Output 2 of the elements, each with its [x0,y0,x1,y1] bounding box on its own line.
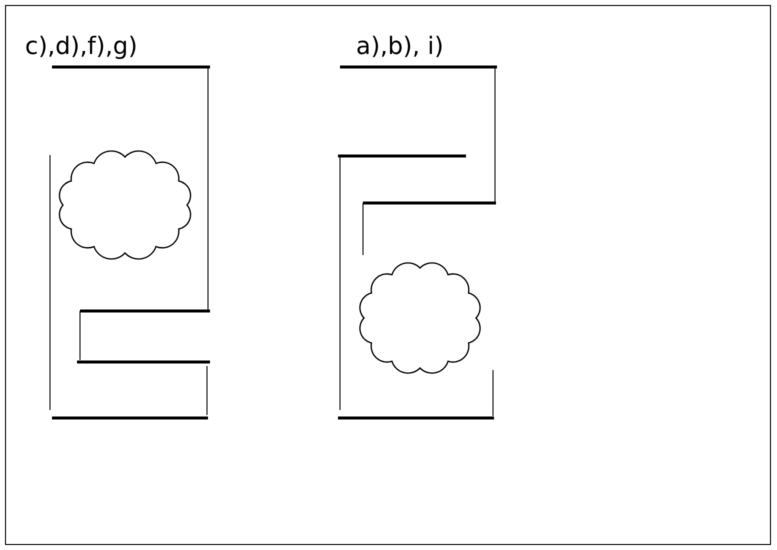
figure-label: c),d),f),g) [25,34,138,58]
figure-label: a),b), i) [356,34,444,58]
